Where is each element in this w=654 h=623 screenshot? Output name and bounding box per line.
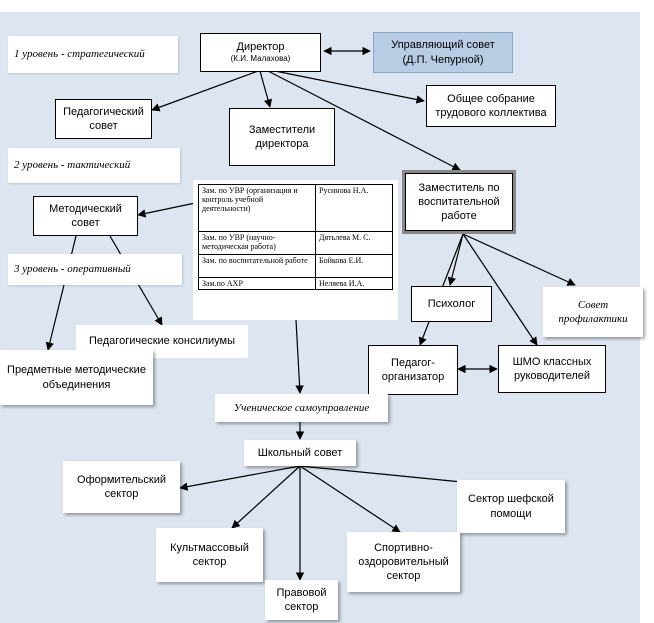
deputy-role: Зам.по АХР <box>198 276 316 291</box>
deputy-name: Дятьлева М. С. <box>315 231 393 255</box>
table-row: Зам. по воспитательной работе Бойкова Е.… <box>198 254 393 278</box>
edge-edu-classteachers <box>462 233 538 346</box>
organizer-line1: Педагог- <box>391 356 435 369</box>
school-council-box: Школьный совет <box>244 440 356 466</box>
deputy-role: Зам. по УВР (научно-методическая работа) <box>198 231 316 255</box>
sector-design-line2: сектор <box>104 488 139 500</box>
deputies-line2: директора <box>255 138 309 150</box>
deputy-table: Зам. по УВР (организация и контроль учеб… <box>198 184 393 291</box>
method-council-line1: Методический <box>49 202 122 215</box>
deputies-line1: Заместители <box>248 123 316 136</box>
board-box: Управляющий совет (Д.П. Чепурной) <box>373 32 513 73</box>
general-meeting-line1: Общее собрание <box>447 92 535 105</box>
sector-patronage-line2: помощи <box>490 507 532 520</box>
subject-units-line1: Предметные методические <box>7 364 146 377</box>
edu-deputy-box: Заместитель по воспитательной работе <box>402 170 516 234</box>
psychologist-box: Психолог <box>411 286 492 322</box>
class-teachers-box: ШМО классных руководителей <box>498 345 606 393</box>
sector-legal-line2: сектор <box>284 601 319 613</box>
sector-culture-box: Культмассовый сектор <box>156 528 263 582</box>
level-operational: 3 уровень - оперативный <box>8 254 182 285</box>
organizer-line2: организатор <box>381 371 445 383</box>
edge-director-deputies <box>259 70 273 108</box>
prevention-council-line1: Совет <box>577 298 609 311</box>
edge-director-meeting <box>274 70 425 104</box>
prevention-council-line2: профилактики <box>558 313 628 325</box>
sector-legal-box: Правовой сектор <box>265 580 338 620</box>
edge-table-studentgov <box>295 319 304 394</box>
sector-design-box: Оформительский сектор <box>63 461 180 513</box>
general-meeting-line2: трудового коллектива <box>435 107 547 119</box>
class-teachers-line1: ШМО классных <box>512 355 592 368</box>
ped-council-box: Педагогический совет <box>55 99 152 139</box>
sector-patronage-line1: Сектор шефской <box>468 493 554 506</box>
level-strategic: 1 уровень - стратегический <box>8 36 178 73</box>
edge-table-methodcouncil <box>137 201 201 218</box>
student-gov-box: Ученическое самоуправление <box>215 394 388 422</box>
edge-council-sport <box>299 465 401 533</box>
deputy-role: Зам. по УВР (организация и контроль учеб… <box>198 184 316 232</box>
director-title: Директор <box>236 41 285 54</box>
class-teachers-line2: руководителей <box>513 370 591 382</box>
edge-council-design <box>179 465 301 491</box>
director-name: (К.И. Малахова) <box>230 54 291 64</box>
sector-design-line1: Оформительский <box>77 473 166 486</box>
general-meeting-box: Общее собрание трудового коллектива <box>426 85 556 127</box>
board-name: (Д.П. Чепурной) <box>402 53 484 66</box>
deputy-role: Зам. по воспитательной работе <box>198 254 316 278</box>
sector-sport-line1: Спортивно- <box>374 541 433 554</box>
deputy-name: Бойкова Е.И. <box>315 254 393 278</box>
table-row: Зам. по УВР (научно-методическая работа)… <box>198 231 393 255</box>
method-council-line2: совет <box>71 217 100 229</box>
table-row: Зам.по АХР Неляева И.А. <box>198 276 393 291</box>
edge-council-culture <box>231 465 301 529</box>
ped-council-line2: совет <box>89 120 118 132</box>
edu-deputy-line2: воспитательной <box>418 195 500 208</box>
board-title: Управляющий совет <box>391 39 495 52</box>
sector-patronage-box: Сектор шефской помощи <box>457 480 565 533</box>
sector-sport-line3: сектор <box>386 570 421 583</box>
method-council-box: Методический совет <box>33 196 138 236</box>
ped-council-line1: Педагогический <box>63 105 144 118</box>
sector-legal-line1: Правовой <box>276 586 327 599</box>
sector-sport-box: Спортивно- оздоровительный сектор <box>347 532 460 592</box>
deputies-box: Заместители директора <box>229 108 335 166</box>
deputy-name: Русинова Н.А. <box>315 184 393 232</box>
edge-edu-psychologist <box>447 233 464 286</box>
table-row: Зам. по УВР (организация и контроль учеб… <box>198 184 393 232</box>
subject-units-line2: объединения <box>42 378 111 391</box>
director-box: Директор (К.И. Малахова) <box>200 33 321 72</box>
edu-deputy-line1: Заместитель по <box>418 181 500 194</box>
edge-director-edudeputy <box>267 70 461 171</box>
subject-units-box: Предметные методические объединения <box>0 350 153 405</box>
sector-culture-line1: Культмассовый <box>170 541 249 554</box>
sector-sport-line2: оздоровительный <box>358 555 449 568</box>
level-tactical: 2 уровень - тактический <box>8 148 180 183</box>
organizer-box: Педагог- организатор <box>368 345 458 395</box>
edge-director-pedcouncil <box>151 70 259 112</box>
prevention-council-box: Совет профилактики <box>543 287 643 337</box>
sector-culture-line2: сектор <box>192 556 227 568</box>
edge-edu-prevention <box>462 233 576 286</box>
deputy-name: Неляева И.А. <box>315 276 393 291</box>
edu-deputy-line3: работе <box>441 210 477 223</box>
